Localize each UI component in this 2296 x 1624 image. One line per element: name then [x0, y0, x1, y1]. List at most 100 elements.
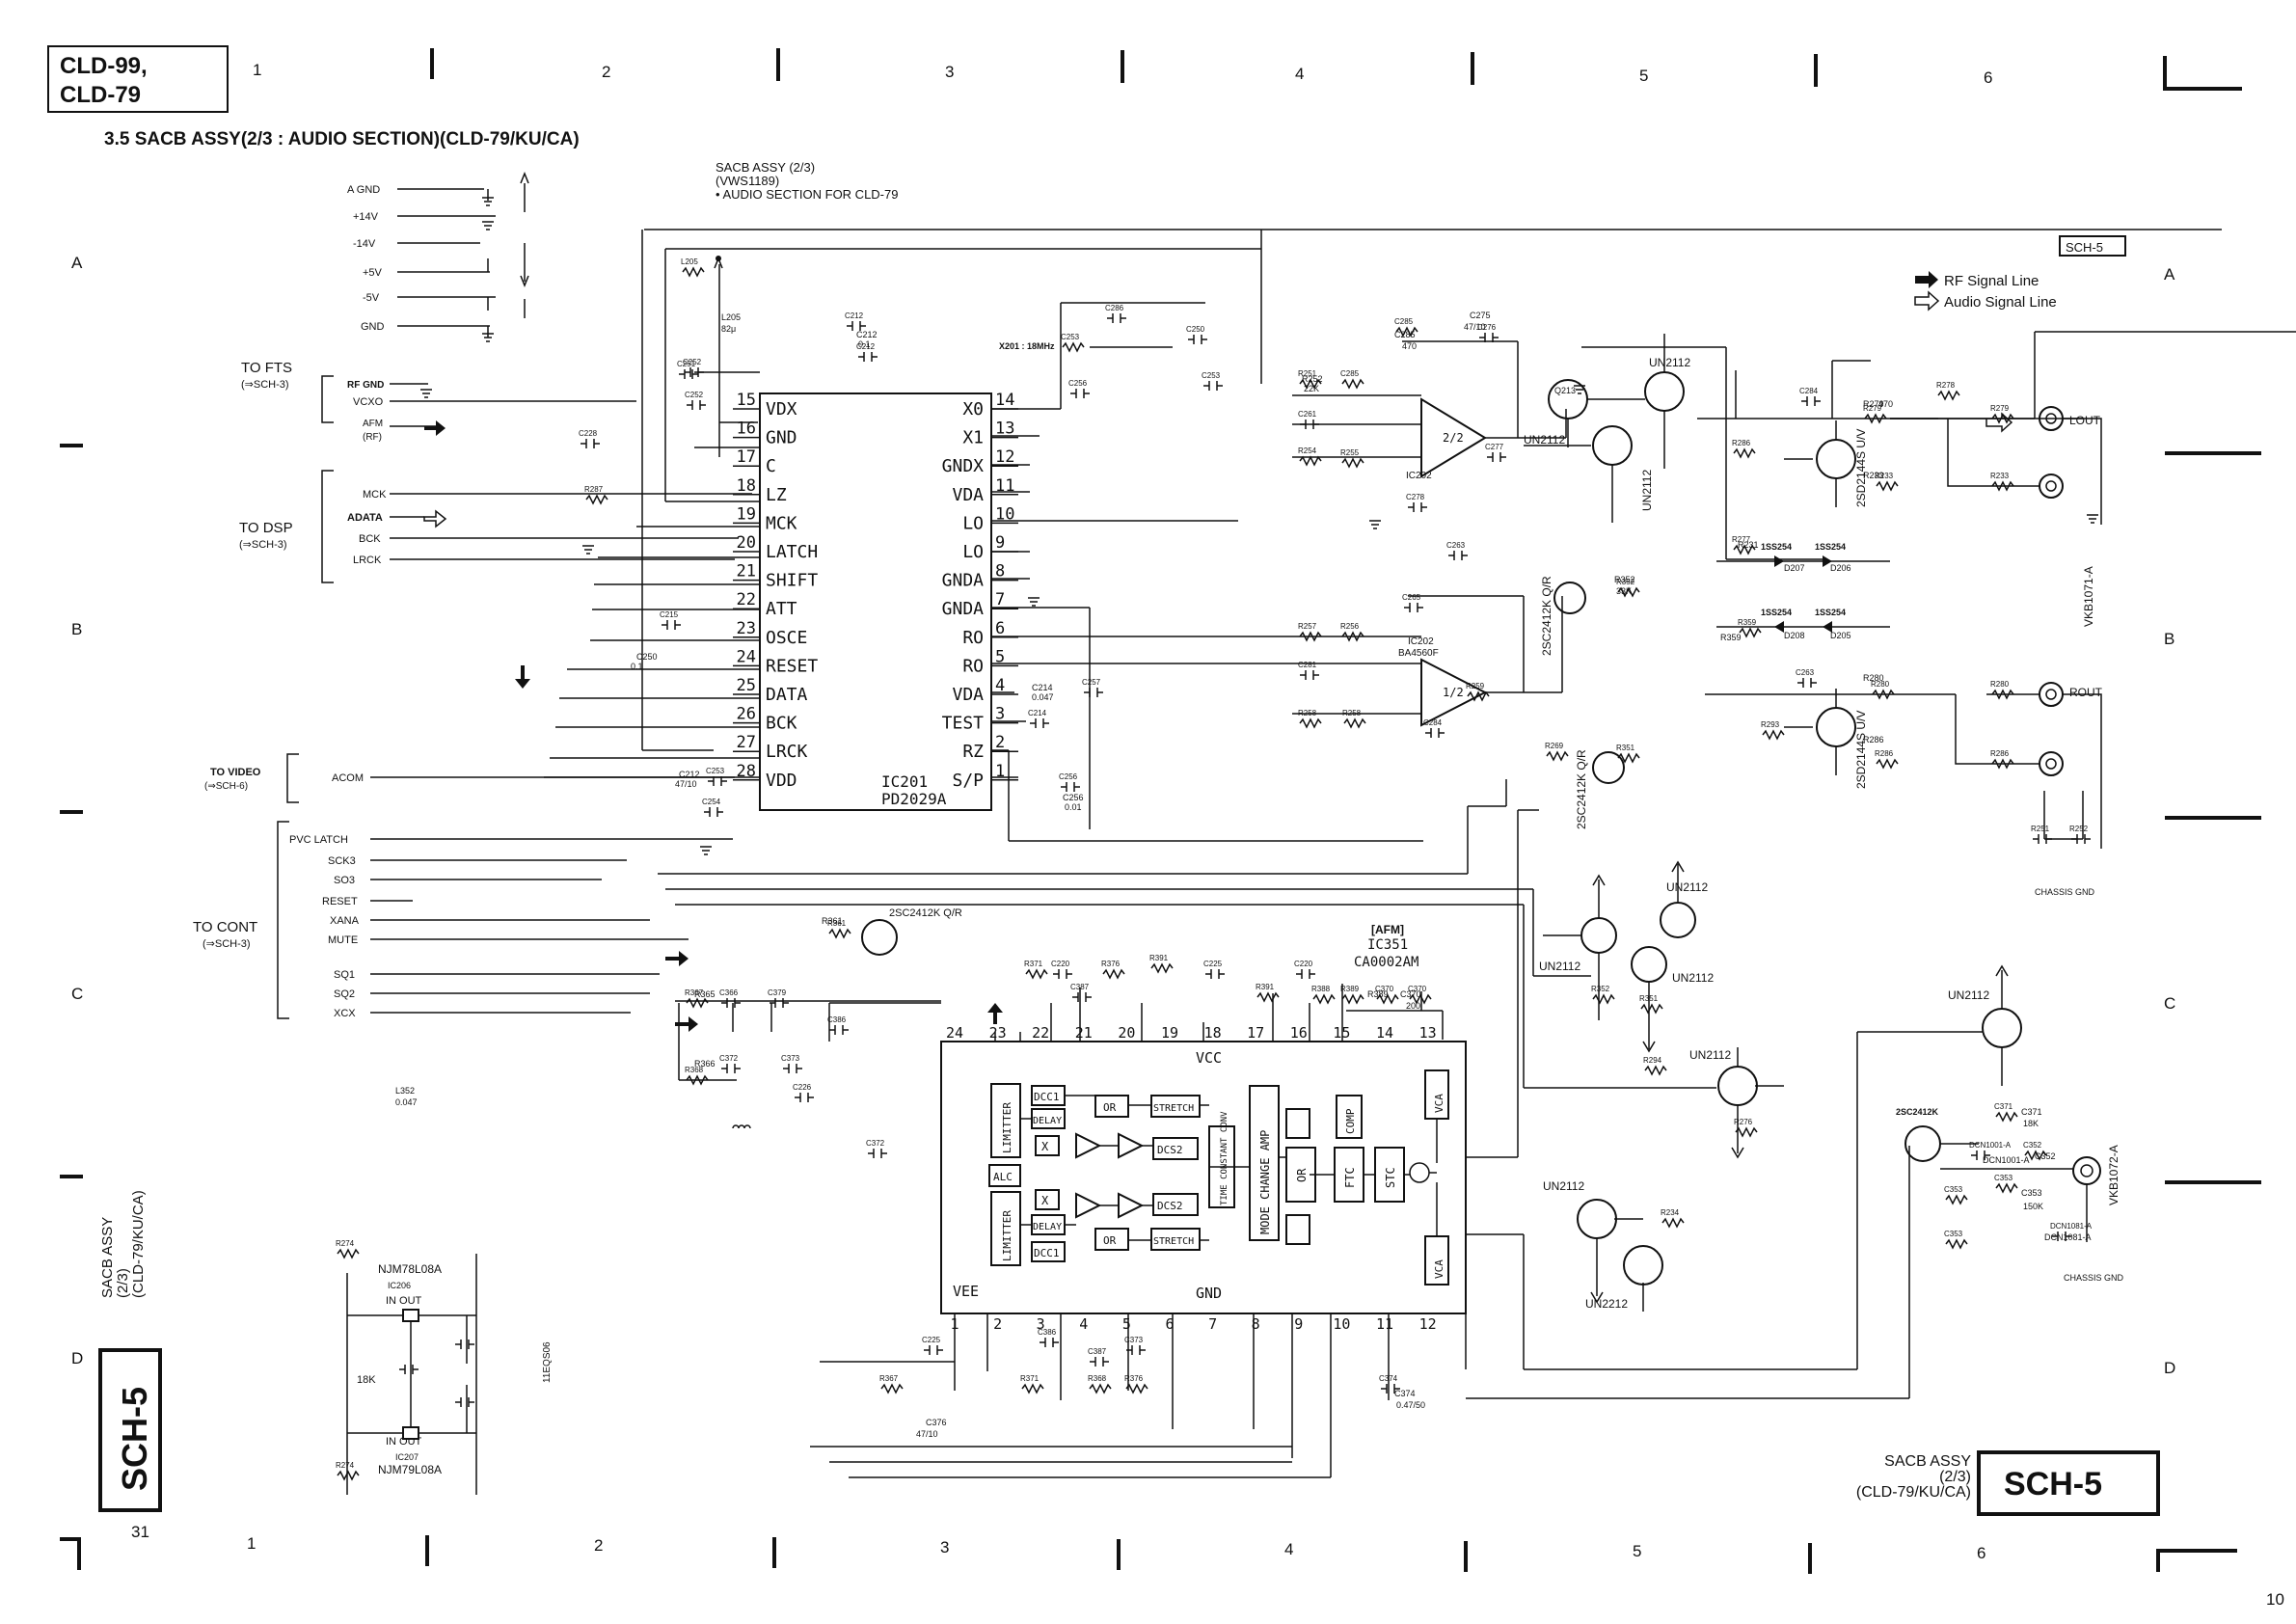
- component-ref: R352: [1616, 578, 1635, 586]
- grid-row-label: C: [2164, 994, 2175, 1013]
- grid-columns-bottom: 1 2 3 4 5 6: [60, 1534, 2237, 1574]
- capacitor-icon: C387: [1088, 1347, 1109, 1367]
- cap-label: DCN1081-A: [2044, 1232, 2092, 1242]
- chassis-gnd-label: CHASSIS GND: [2064, 1273, 2124, 1283]
- regulator-ref: IC206: [388, 1281, 411, 1290]
- ic201-pin-number: 4: [995, 676, 1005, 695]
- capacitor-icon: C254: [702, 798, 723, 817]
- ic201-pin-label: X0: [962, 399, 984, 420]
- legend-audio-label: Audio Signal Line: [1944, 294, 2057, 311]
- component-ref: R251: [2031, 825, 2050, 833]
- component-labels: X201 : 18MHz L205 82μ C212 0.1 C285 470 …: [395, 311, 2092, 1439]
- capacitor-icon: C373: [781, 1054, 802, 1073]
- capacitor-icon: R252: [2069, 825, 2091, 844]
- ic201-pin-label: GNDA: [942, 571, 985, 591]
- component-ref: R277: [1732, 535, 1751, 544]
- transistor-part: 2SD2144S U/V: [1854, 429, 1868, 507]
- component-ref: C214: [1028, 709, 1047, 717]
- capacitor-icon: C215: [660, 610, 681, 630]
- component-ref: C386: [1038, 1328, 1057, 1337]
- connector-to-dsp: TO DSP (⇒SCH-3) MCK ADATA BCK LRCK: [239, 470, 752, 583]
- component-ref: C212: [845, 311, 864, 320]
- component-ref: C370: [1375, 985, 1394, 993]
- legend-rf-label: RF Signal Line: [1944, 273, 2039, 289]
- cap-label: C212: [679, 770, 700, 779]
- component-ref: R255: [1340, 448, 1360, 457]
- ic351-pin-number: 16: [1290, 1024, 1308, 1042]
- transistor-part: UN2112: [1649, 356, 1690, 369]
- component-ref: R361: [827, 919, 847, 928]
- component-ref: R233: [1990, 472, 2010, 480]
- ic351-pin-number: 17: [1247, 1024, 1264, 1042]
- ic201-pin-number: 26: [737, 705, 756, 724]
- regulator-pins: IN OUT: [386, 1295, 422, 1307]
- grid-row-label: D: [71, 1349, 83, 1367]
- rout-label: ROUT: [2069, 686, 2103, 699]
- transistor-part: 2SC2412K: [1896, 1107, 1939, 1117]
- ic202-part: BA4560F: [1398, 648, 1439, 659]
- ic201-pin-label: VDA: [952, 685, 984, 705]
- component-ref: C261: [1298, 410, 1317, 419]
- cap-label: C275: [1470, 311, 1491, 320]
- capacitor-icon: C386: [827, 1015, 849, 1035]
- ic351-pin-number: 10: [1333, 1315, 1350, 1333]
- resistor-icon: R257: [1298, 622, 1322, 642]
- resistor-icon: C353: [1944, 1230, 1968, 1250]
- rail-label: -14V: [353, 238, 376, 250]
- transistor-q211: [1644, 371, 1685, 412]
- block-label: STC: [1384, 1167, 1397, 1188]
- ic201-pin-number: 1: [995, 762, 1005, 781]
- side-caption-1: SACB ASSY: [99, 1217, 116, 1298]
- header-block: CLD-99, CLD-79 3.5 SACB ASSY(2/3 : AUDIO…: [47, 45, 898, 202]
- transistor-q212: [1592, 425, 1633, 466]
- component-ref: R274: [336, 1461, 355, 1470]
- regulator-part: NJM78L08A: [378, 1262, 442, 1276]
- audio-line-arrow-icon: [1914, 290, 1940, 311]
- ic201-pin-number: 27: [737, 733, 756, 752]
- resistor-icon: R371: [1024, 960, 1048, 980]
- component-ref: R280: [1990, 680, 2010, 689]
- capacitor-icon: C265: [1402, 593, 1423, 612]
- transistor-q305: [1982, 1008, 2022, 1048]
- resistor-icon: R352: [1591, 985, 1615, 1005]
- resistor-label: R286: [1863, 735, 1884, 744]
- audio-arrow-icon: [423, 509, 447, 528]
- component-ref: C366: [719, 988, 739, 997]
- transistor-part: UN2212: [1585, 1297, 1628, 1311]
- capacitor-icon: C256: [1059, 772, 1080, 792]
- component-ref: C250: [1186, 325, 1205, 334]
- ic201-pin-label: LRCK: [766, 742, 808, 762]
- rf-arrow-icon: [675, 1016, 698, 1032]
- ic351-pin-number: 20: [1118, 1024, 1135, 1042]
- sch-box-top: [2059, 235, 2126, 257]
- capacitor-icon: C214: [1028, 709, 1049, 728]
- grid-columns-top: 1 2 3 4 5 6: [253, 48, 2242, 91]
- grid-col-label: 1: [253, 61, 261, 79]
- diode-ref: D206: [1830, 563, 1851, 573]
- resistor-icon: R279: [1990, 404, 2014, 424]
- signal-label: SCK3: [328, 855, 356, 867]
- diode-ref: D207: [1784, 563, 1805, 573]
- ic201-pin-label: RZ: [962, 742, 984, 762]
- sch-big-side-label: SCH-5: [115, 1387, 154, 1491]
- ic351-pin-number: 13: [1419, 1024, 1437, 1042]
- component-ref: R352: [1591, 985, 1610, 993]
- component-ref: R254: [1298, 447, 1317, 455]
- component-ref: R371: [1024, 960, 1043, 968]
- jack-lr-part: VKB1071-A: [2082, 566, 2095, 627]
- capacitor-icon: C284: [1423, 718, 1445, 738]
- capacitor-icon: DCN1001-A: [1969, 1141, 2012, 1160]
- capacitor-icon: C278: [1406, 493, 1427, 512]
- component-ref: R389: [1340, 985, 1360, 993]
- resistor-icon: L205: [681, 257, 705, 278]
- diode-part: 1SS254: [1815, 542, 1846, 552]
- resistor-icon: C370: [1375, 985, 1399, 1005]
- capacitor-icon: C374: [1379, 1374, 1400, 1394]
- ic201-pin-number: 20: [737, 533, 756, 553]
- rf-arrow-icon: [665, 951, 689, 966]
- ic351-pin-number: 6: [1165, 1315, 1174, 1333]
- transistor-q210: [1631, 946, 1667, 983]
